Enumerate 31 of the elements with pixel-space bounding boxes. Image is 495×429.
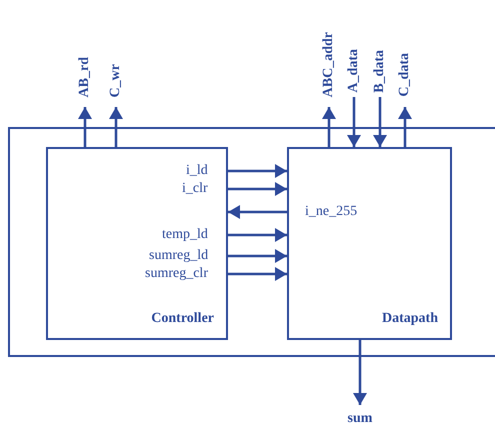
signal-label: sum xyxy=(348,412,372,426)
signal-label: AB_rd xyxy=(78,57,92,98)
arrow xyxy=(347,97,361,147)
arrow xyxy=(353,340,367,405)
signal-label: i_clr xyxy=(182,182,208,196)
arrow xyxy=(109,107,123,147)
signal-label: C_data xyxy=(398,53,412,97)
block-title: Datapath xyxy=(382,312,438,326)
arrow xyxy=(322,107,336,147)
arrow xyxy=(228,249,287,263)
signal-label: sumreg_ld xyxy=(149,249,208,263)
block-box xyxy=(287,147,452,340)
block-box xyxy=(46,147,228,340)
arrow xyxy=(373,97,387,147)
arrow xyxy=(398,107,412,147)
signal-label: sumreg_clr xyxy=(145,267,208,281)
signal-label: B_data xyxy=(373,50,387,93)
signal-label: A_data xyxy=(347,49,361,93)
signal-label: temp_ld xyxy=(162,228,208,242)
arrow xyxy=(228,267,287,281)
signal-label: ABC_addr xyxy=(322,32,336,98)
arrow xyxy=(228,182,287,196)
system-boundary xyxy=(8,127,495,357)
signal-label: i_ne_255 xyxy=(305,205,358,219)
signal-label: C_wr xyxy=(109,64,123,98)
block-title: Controller xyxy=(151,312,214,326)
arrow xyxy=(228,164,287,178)
arrow xyxy=(78,107,92,147)
arrow xyxy=(228,205,287,219)
arrow xyxy=(228,228,287,242)
signal-label: i_ld xyxy=(186,164,208,178)
